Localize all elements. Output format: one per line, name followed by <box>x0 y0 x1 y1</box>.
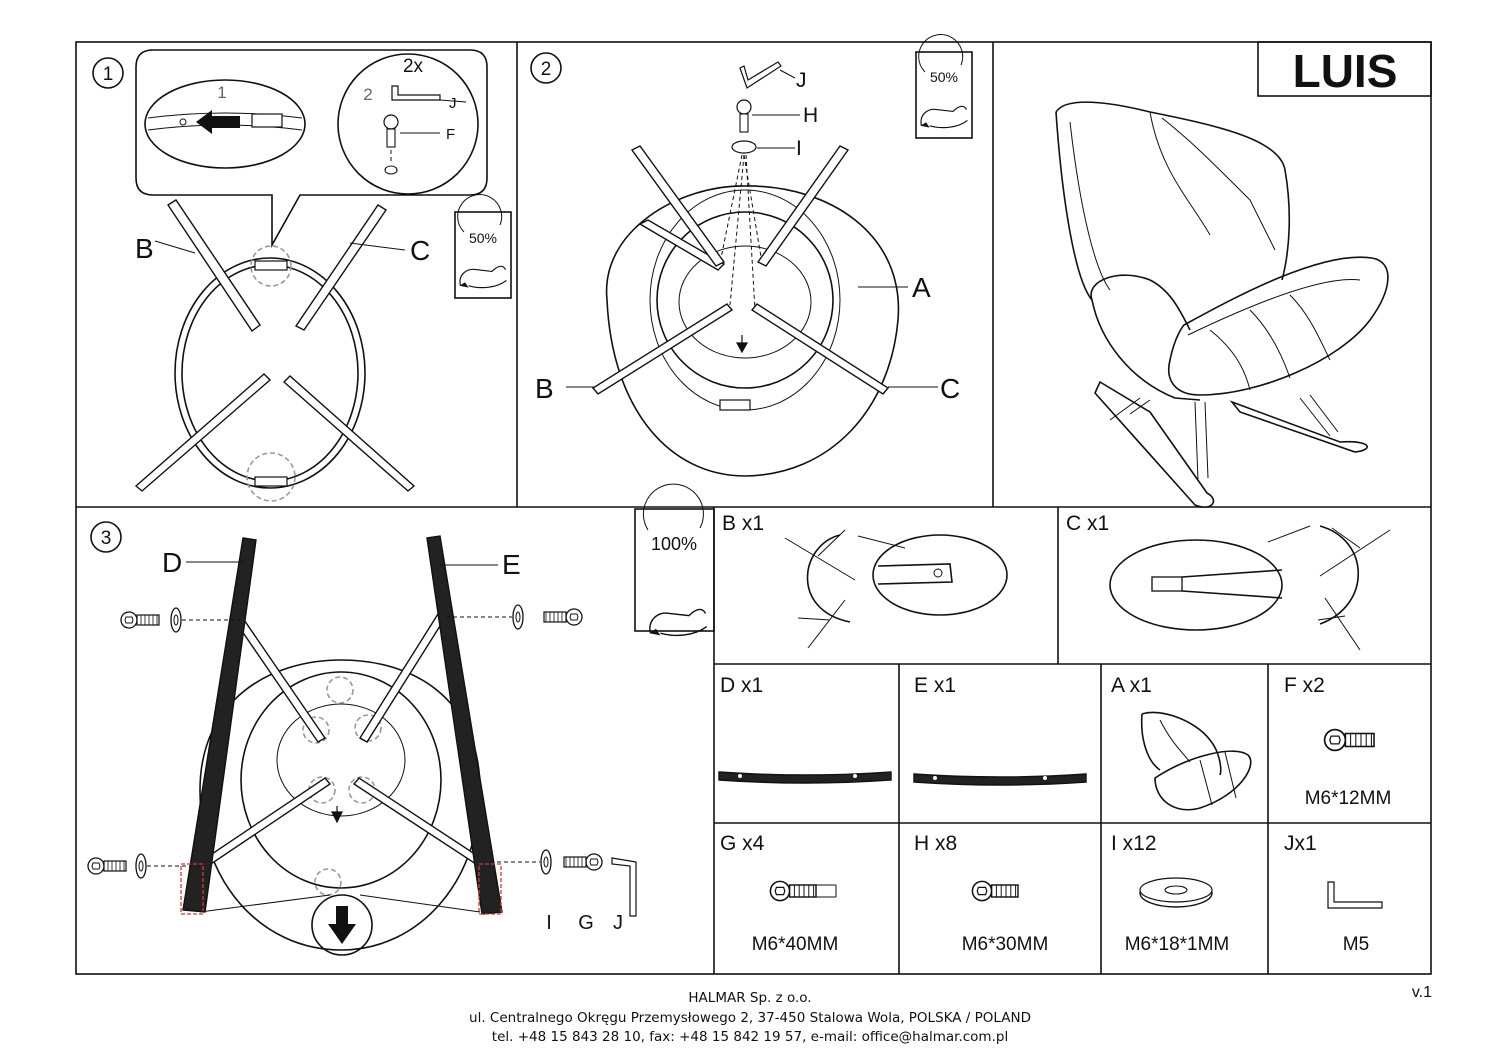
detail-balloon <box>135 49 488 249</box>
callout-c: C <box>410 235 430 266</box>
washer-i-icon <box>731 140 757 154</box>
parts-list: B x1 C x1 D x1 E x1 <box>718 512 1391 955</box>
version-label: v.1 <box>1411 984 1432 1001</box>
part-j-spec: M5 <box>1343 934 1369 955</box>
step-3-number: 3 <box>101 528 112 549</box>
callout-j-step3: J <box>613 912 623 934</box>
part-c-label: C x1 <box>1066 512 1109 535</box>
insert-arrow-icon <box>196 110 240 134</box>
step-2-number: 2 <box>541 59 552 80</box>
part-i: I x12 M6*18*1MM <box>1111 832 1229 955</box>
step-2-panel: 2 50% J H I A B <box>530 34 973 477</box>
svg-text:100%: 100% <box>651 534 697 554</box>
svg-text:50%: 50% <box>930 69 958 85</box>
footer-address: ul. Centralnego Okręgu Przemysłowego 2, … <box>469 1010 1031 1026</box>
part-g: G x4 M6*40MM <box>720 832 838 955</box>
screw-h-icon <box>736 99 752 115</box>
part-g-spec: M6*40MM <box>752 934 839 955</box>
part-f-label: F x2 <box>1284 674 1325 697</box>
part-c: C x1 <box>1066 512 1391 651</box>
tighten-50-icon-step2: 50% <box>915 34 973 139</box>
callout-c-step2: C <box>940 373 960 404</box>
allen-key-small-icon <box>391 85 441 101</box>
part-f-spec: M6*12MM <box>1305 788 1392 809</box>
part-e: E x1 <box>913 674 1087 786</box>
part-d: D x1 <box>718 674 892 784</box>
callout-a: A <box>912 272 931 303</box>
down-arrow-icon <box>735 335 749 354</box>
base-ring-b <box>174 257 366 489</box>
part-h-label: H x8 <box>914 832 957 855</box>
callout-h: H <box>803 104 818 127</box>
zoom-right-circle <box>337 53 479 195</box>
callout-g: G <box>578 912 594 934</box>
callout-j-step2: J <box>796 69 807 92</box>
part-i-label: I x12 <box>1111 832 1157 855</box>
callout-e: E <box>502 549 521 580</box>
title-box: LUIS <box>1257 41 1432 97</box>
allen-key-step3-icon <box>611 857 637 917</box>
part-b-label: B x1 <box>722 512 764 535</box>
zoom-count: 2x <box>403 56 424 77</box>
part-j: Jx1 M5 <box>1284 832 1383 955</box>
part-a-label: A x1 <box>1111 674 1152 697</box>
zoom-left-ellipse <box>144 79 306 169</box>
zoom-sub-2: 2 <box>363 85 372 104</box>
product-title: LUIS <box>1293 45 1398 97</box>
step-1-panel: 1 1 2x 2 J F 50% <box>92 49 512 502</box>
tighten-100-icon: 100% <box>634 483 715 637</box>
seat-a-outline <box>605 185 900 477</box>
zoom-label-j: J <box>449 95 457 112</box>
part-a: A x1 <box>1111 674 1252 811</box>
part-d-label: D x1 <box>720 674 763 697</box>
zoom-sub-1: 1 <box>217 83 226 102</box>
tighten-50-icon: 50% <box>454 194 512 299</box>
part-b: B x1 <box>722 512 1008 649</box>
rocker-e <box>426 535 503 915</box>
allen-key-icon <box>739 61 782 89</box>
part-h-spec: M6*30MM <box>962 934 1049 955</box>
part-j-label: Jx1 <box>1284 832 1317 855</box>
screw-f-small-icon <box>383 114 399 130</box>
callout-i-step3: I <box>546 912 552 934</box>
part-f: F x2 M6*12MM <box>1284 674 1391 809</box>
big-down-arrow-icon <box>328 906 356 944</box>
footer-contact: tel. +48 15 843 28 10, fax: +48 15 842 1… <box>491 1029 1009 1045</box>
callout-b: B <box>135 233 154 264</box>
rocker-d <box>182 537 257 913</box>
step-1-number: 1 <box>103 64 114 85</box>
callout-i-step2: I <box>796 137 802 160</box>
part-i-spec: M6*18*1MM <box>1125 934 1230 955</box>
chair-illustration <box>1055 101 1389 508</box>
callout-b-step2: B <box>535 373 554 404</box>
zoom-label-f: F <box>446 126 455 143</box>
footer-company: HALMAR Sp. z o.o. <box>688 990 812 1006</box>
svg-text:50%: 50% <box>469 230 497 246</box>
part-e-label: E x1 <box>914 674 956 697</box>
step-3-panel: 3 100% <box>87 483 715 956</box>
part-h: H x8 M6*30MM <box>914 832 1048 955</box>
part-g-label: G x4 <box>720 832 765 855</box>
callout-d: D <box>162 547 182 578</box>
